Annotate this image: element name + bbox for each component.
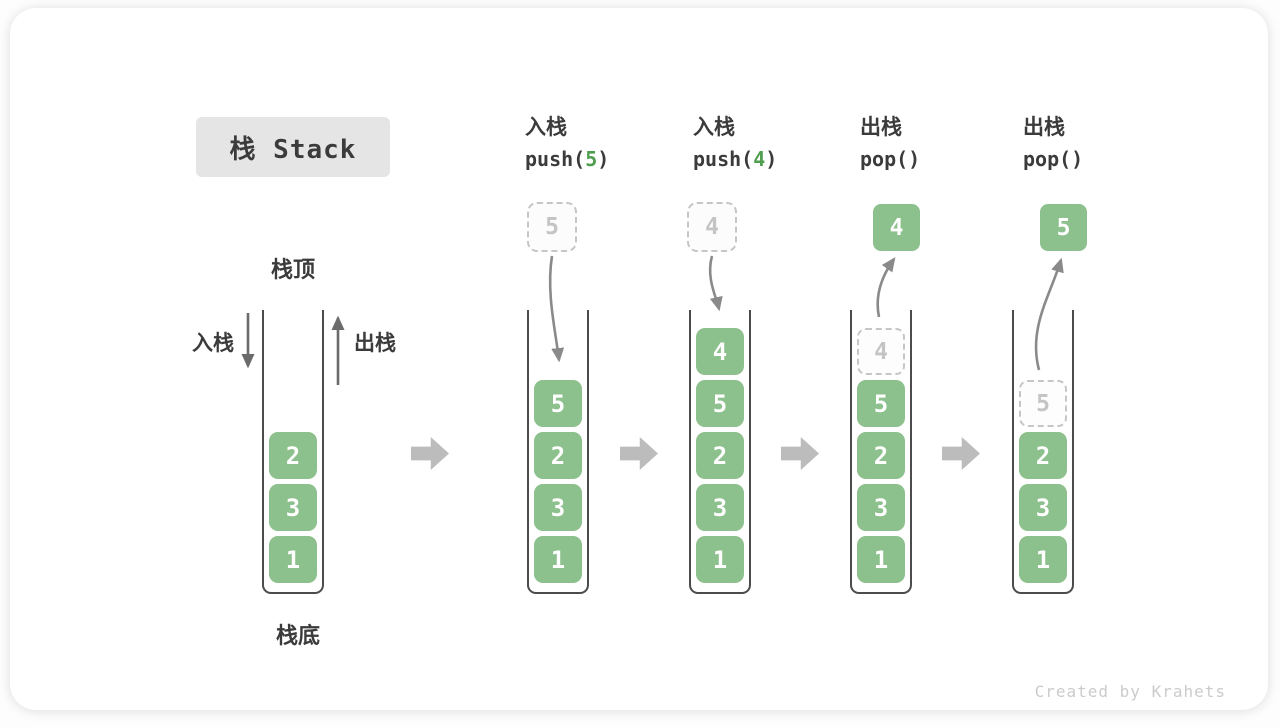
stack-cell: 1 bbox=[534, 536, 582, 583]
stack-cell: 1 bbox=[857, 536, 905, 583]
stack-cell: 1 bbox=[696, 536, 744, 583]
floating-cell-dashed: 5 bbox=[527, 202, 577, 252]
code-pre: push( bbox=[525, 147, 586, 171]
stack-cell: 3 bbox=[857, 484, 905, 531]
push-side-label: 入栈 bbox=[192, 331, 234, 355]
stack-cell: 2 bbox=[696, 432, 744, 479]
stack-cell: 2 bbox=[269, 432, 317, 479]
code-post: ) bbox=[597, 147, 610, 171]
code-pre: pop() bbox=[1023, 147, 1084, 171]
stack-cell: 3 bbox=[696, 484, 744, 531]
watermark: Created by Krahets bbox=[1034, 682, 1226, 701]
stack-cell: 3 bbox=[269, 484, 317, 531]
stage4-op-code: pop() bbox=[1023, 147, 1083, 171]
code-arg: 5 bbox=[585, 147, 598, 171]
stack-container: 2 3 1 bbox=[262, 310, 324, 594]
stage3-op-label: 出栈 bbox=[860, 115, 902, 139]
stack-cell: 5 bbox=[534, 380, 582, 427]
stack-container: 5 2 3 1 bbox=[527, 310, 589, 594]
code-arg: 4 bbox=[753, 147, 766, 171]
floating-cell-popped: 5 bbox=[1040, 204, 1087, 251]
page-title: 栈 Stack bbox=[196, 117, 390, 177]
stack-cell: 2 bbox=[857, 432, 905, 479]
stack-bottom-label: 栈底 bbox=[275, 624, 320, 649]
pop-side-label: 出栈 bbox=[354, 331, 396, 355]
stack-cell: 5 bbox=[696, 380, 744, 427]
stage1-op-code: push(5) bbox=[525, 147, 609, 171]
arrows-overlay bbox=[241, 255, 1064, 385]
next-step-arrow-icon bbox=[411, 437, 449, 470]
next-step-arrow-icon bbox=[942, 437, 980, 470]
stack-cell: 1 bbox=[269, 536, 317, 583]
stack-top-label: 栈顶 bbox=[270, 258, 315, 283]
stack-container: 4 5 2 3 1 bbox=[850, 310, 912, 594]
floating-cell-popped: 4 bbox=[873, 204, 920, 251]
stack-container: 5 2 3 1 bbox=[1012, 310, 1074, 594]
code-pre: pop() bbox=[860, 147, 921, 171]
stack-cell: 4 bbox=[696, 328, 744, 375]
page-title-text: 栈 Stack bbox=[229, 134, 357, 165]
stage2-op-code: push(4) bbox=[693, 147, 777, 171]
floating-cell-dashed: 4 bbox=[687, 202, 737, 252]
stage4-op-label: 出栈 bbox=[1023, 115, 1065, 139]
code-pre: push( bbox=[693, 147, 754, 171]
next-step-arrow-icon bbox=[620, 437, 658, 470]
stack-cell: 3 bbox=[534, 484, 582, 531]
stack-cell: 1 bbox=[1019, 536, 1067, 583]
stack-cell: 2 bbox=[1019, 432, 1067, 479]
ghost-cell: 5 bbox=[1019, 380, 1067, 427]
stack-cell: 5 bbox=[857, 380, 905, 427]
diagram-card: 栈 Stack 栈顶 栈底 入栈 出栈 入栈 push(5) 入栈 push(4… bbox=[10, 8, 1268, 710]
next-step-arrow-icon bbox=[781, 437, 819, 470]
ghost-cell: 4 bbox=[857, 328, 905, 375]
stage3-op-code: pop() bbox=[860, 147, 920, 171]
stage2-op-label: 入栈 bbox=[693, 115, 735, 139]
stack-container: 4 5 2 3 1 bbox=[689, 310, 751, 594]
stage1-op-label: 入栈 bbox=[525, 115, 567, 139]
push-4-arrow-icon bbox=[708, 255, 723, 312]
stack-cell: 2 bbox=[534, 432, 582, 479]
stack-cell: 3 bbox=[1019, 484, 1067, 531]
pop-4-arrow-icon bbox=[876, 257, 896, 318]
code-post: ) bbox=[765, 147, 778, 171]
